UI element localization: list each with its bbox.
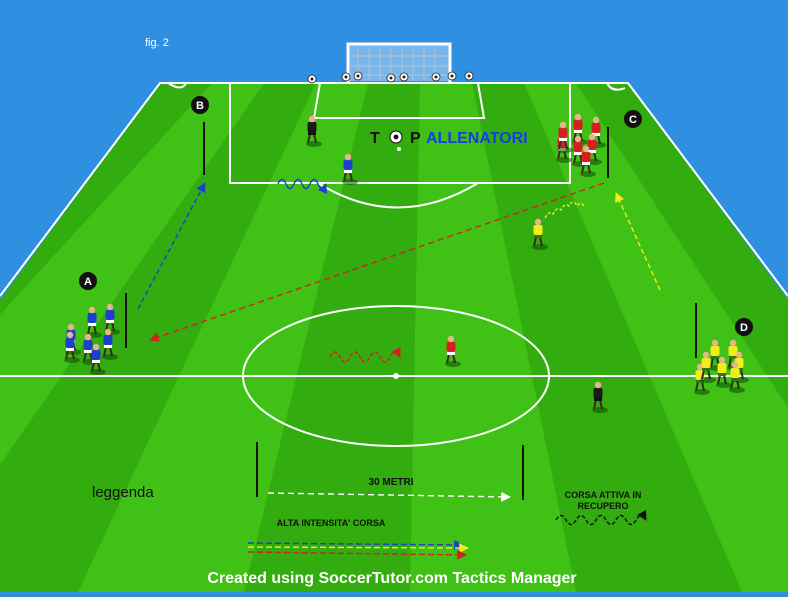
player-blue (90, 343, 106, 375)
soccer-ball-icon (447, 71, 457, 81)
recovery-yellow (544, 201, 586, 219)
corner-arc-left (167, 82, 187, 89)
pitch-stripe (576, 83, 788, 592)
pitch-stripe (472, 83, 742, 592)
touchline-top (0, 82, 788, 297)
station-labels: B A C D (79, 96, 753, 336)
pitch-stripe (0, 83, 316, 592)
soccer-ball-icon (353, 71, 363, 81)
legend-recovery-run (555, 509, 647, 526)
run-c-to-a (149, 182, 605, 342)
svg-text:A: A (84, 276, 92, 288)
player-blue-dribbling (342, 153, 358, 185)
player-yellow (700, 351, 716, 383)
player-yellow (694, 363, 710, 395)
player-red (580, 145, 596, 177)
brand-name: ALLENATORI (426, 130, 528, 147)
legend-yellow-run (247, 543, 469, 553)
dribble-red (329, 346, 401, 363)
soccer-ball-icon (389, 130, 403, 144)
legend-title: leggenda (92, 484, 154, 501)
brand-middle: P (410, 130, 421, 147)
high-intensity-label: ALTA INTENSITA' CORSA (277, 518, 386, 528)
penalty-area (229, 83, 571, 184)
pitch-markings (0, 82, 788, 447)
players (64, 113, 749, 413)
player-yellow (716, 356, 732, 388)
svg-text:C: C (629, 114, 637, 126)
pitch-stripe (244, 83, 420, 592)
figure-label: fig. 2 (145, 37, 169, 49)
brand-logo: T P ALLENATORI (370, 130, 528, 147)
center-spot (393, 373, 399, 379)
soccer-ball-icon (341, 72, 351, 82)
station-poles (125, 122, 697, 500)
player-yellow (709, 339, 725, 371)
brand-prefix: T (370, 130, 380, 147)
soccer-ball-icon (431, 72, 441, 82)
ball-row (307, 71, 474, 84)
recovery-label-line1: CORSA ATTIVA IN (565, 490, 642, 500)
legend-lines (247, 491, 647, 560)
station-label-c: C (624, 110, 642, 128)
penalty-arc (317, 182, 479, 209)
soccer-ball-icon (399, 72, 409, 82)
run-d-to-c (615, 192, 661, 291)
player-blue (86, 306, 102, 338)
soccer-ball-icon (386, 73, 396, 83)
player-yellow-recovering (532, 218, 548, 250)
player-red (557, 121, 573, 153)
station-label-d: D (735, 318, 753, 336)
soccer-ball-icon (307, 74, 317, 84)
station-label-a: A (79, 272, 97, 290)
svg-text:B: B (196, 100, 204, 112)
penalty-spot (397, 147, 401, 151)
referee (592, 381, 608, 413)
svg-text:D: D (740, 322, 748, 334)
referee (306, 115, 322, 147)
corner-arc-right (606, 82, 626, 91)
center-circle (242, 305, 550, 447)
player-yellow (729, 361, 745, 393)
station-label-b: B (191, 96, 209, 114)
legend-red-run (247, 549, 467, 560)
recovery-label-line2: RECUPERO (577, 501, 628, 511)
player-blue (64, 331, 80, 363)
player-blue (102, 328, 118, 360)
player-red-dribbling (445, 335, 461, 367)
goal-area (312, 82, 486, 119)
legend-white-run (267, 491, 511, 502)
run-paths (137, 178, 661, 363)
soccer-ball-icon (464, 71, 474, 81)
footer-credit: Created using SoccerTutor.com Tactics Ma… (207, 570, 576, 587)
dribble-blue (277, 178, 327, 195)
distance-label: 30 METRI (368, 477, 413, 488)
